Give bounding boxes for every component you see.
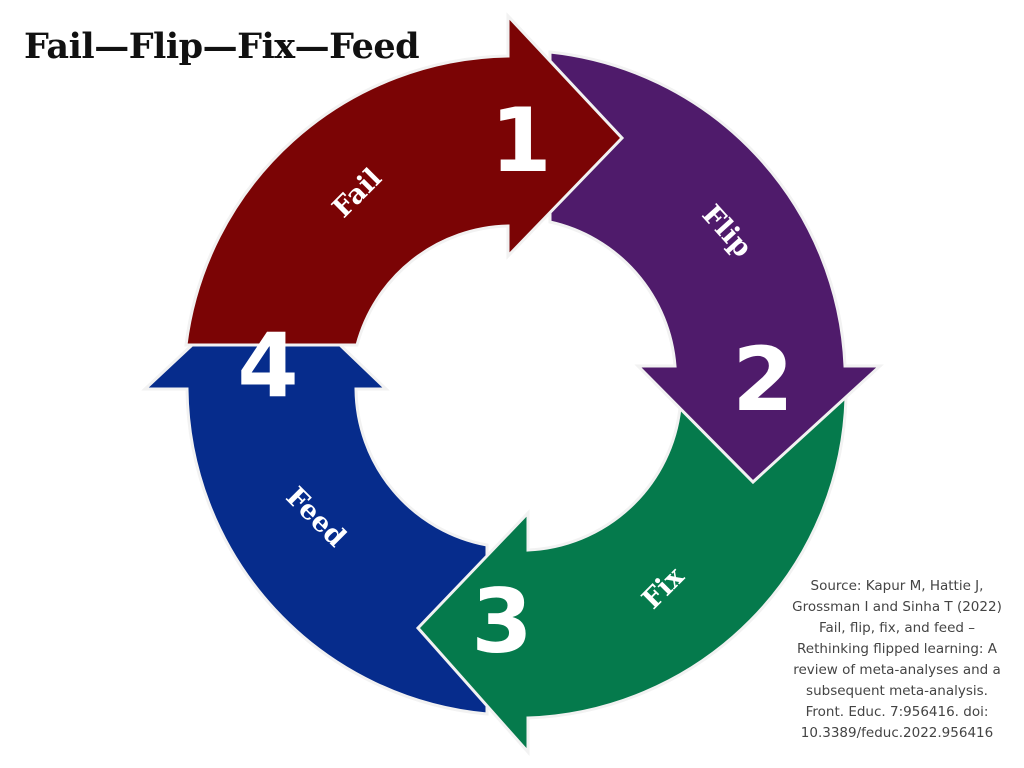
diagram-title: Fail—Flip—Fix—Feed (24, 26, 420, 67)
source-line: subsequent meta-analysis. (806, 683, 988, 699)
source-line: Front. Educ. 7:956416. doi: (805, 704, 989, 720)
fail-arrow-segment (184, 12, 625, 347)
step-1-number: 1 (490, 89, 551, 192)
step-4-number: 4 (237, 314, 298, 417)
source-citation: Source: Kapur M, Hattie J, Grossman I an… (780, 576, 1014, 744)
source-line: Grossman I and Sinha T (2022) (792, 599, 1002, 615)
fix-arrow-segment (415, 396, 848, 756)
source-line: 10.3389/feduc.2022.956416 (800, 725, 994, 741)
source-line: Rethinking flipped learning: A (797, 641, 997, 657)
feed-arrow-segment (141, 272, 489, 716)
step-2-number: 2 (732, 328, 793, 431)
source-line: Source: Kapur M, Hattie J, (810, 578, 984, 594)
source-line: Fail, flip, fix, and feed – (818, 620, 976, 636)
source-line: review of meta-analyses and a (793, 662, 1001, 678)
step-3-number: 3 (471, 570, 532, 673)
flip-arrow-segment (548, 50, 884, 485)
